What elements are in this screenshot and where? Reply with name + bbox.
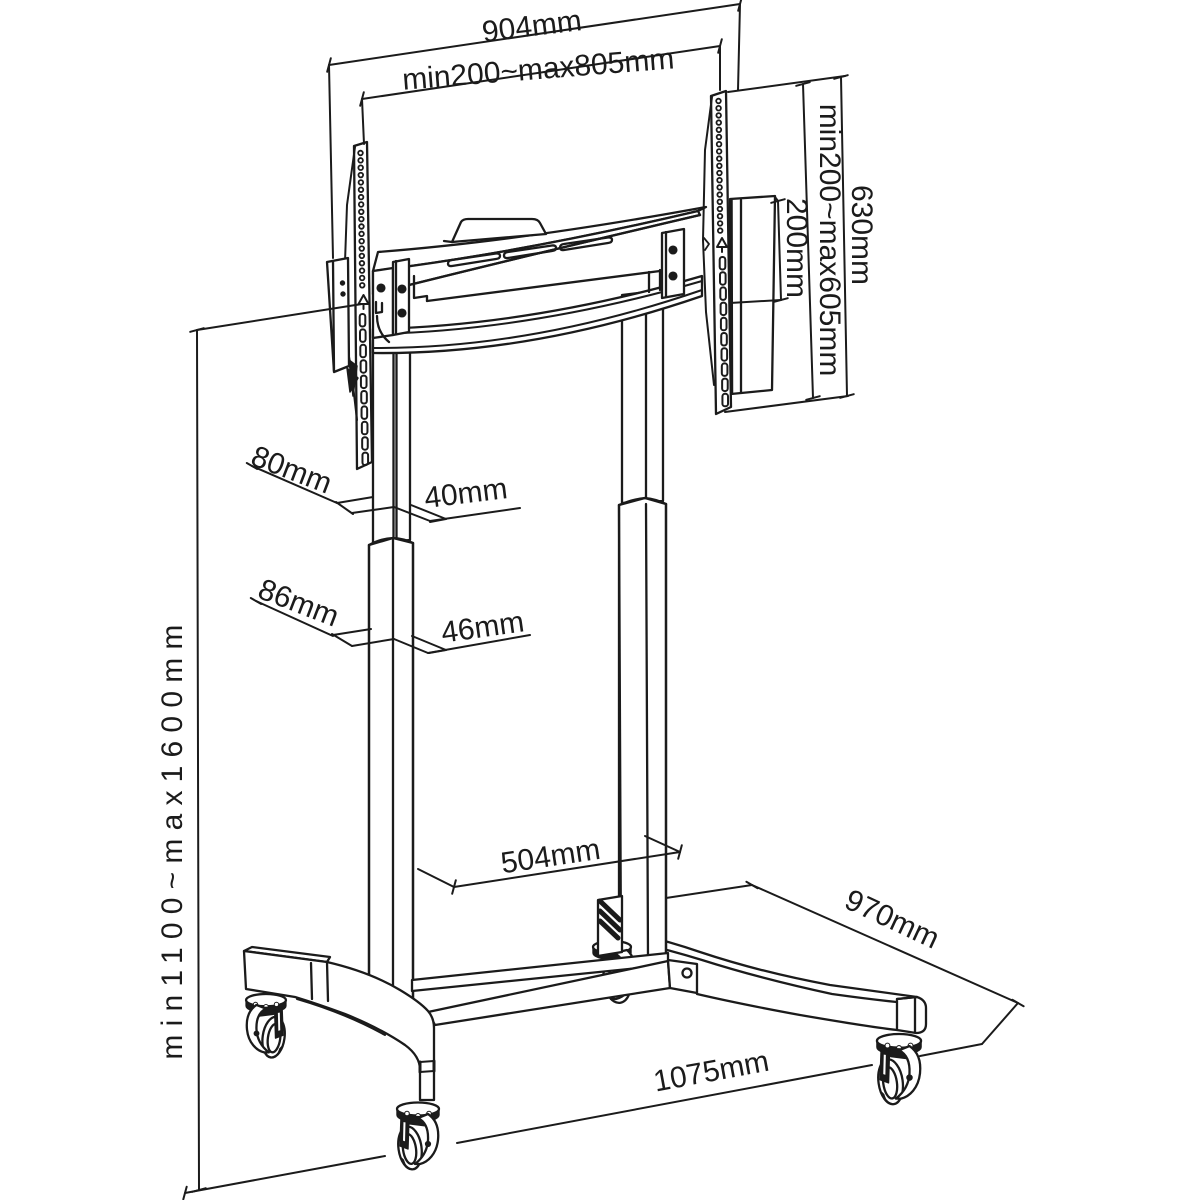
svg-text:min200~max605mm: min200~max605mm xyxy=(813,104,846,377)
svg-text:630mm: 630mm xyxy=(845,185,878,285)
svg-text:min1100~max1600mm: min1100~max1600mm xyxy=(156,616,189,1059)
svg-text:200mm: 200mm xyxy=(780,198,813,298)
